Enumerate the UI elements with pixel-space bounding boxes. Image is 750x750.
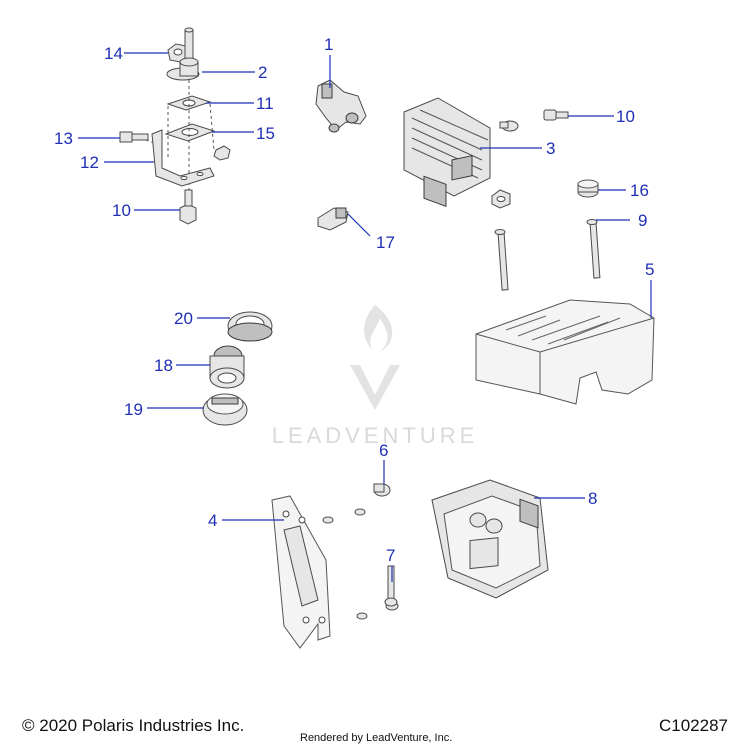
callout-3: 3 (546, 139, 555, 158)
rendered-by-text: Rendered by LeadVenture, Inc. (300, 732, 453, 744)
callout-12: 12 (80, 153, 99, 172)
callout-18: 18 (154, 356, 173, 375)
callout-5: 5 (645, 260, 654, 279)
part-11-washer (166, 95, 212, 111)
leadventure-watermark: LEADVENTURE (272, 305, 479, 448)
part-3-voltage-regulator (403, 97, 491, 208)
callout-17: 17 (376, 233, 395, 252)
callout-11: 11 (256, 94, 274, 113)
part-9-long-bolts (494, 219, 601, 291)
part-18-power-socket (209, 345, 245, 389)
part-19-socket-cap (202, 393, 248, 426)
part-13-bolt (119, 131, 149, 143)
part-16-grommet (577, 179, 599, 198)
callout-15: 15 (256, 124, 275, 143)
part-10-bolt-right (543, 109, 569, 121)
part-12-bracket (151, 129, 215, 187)
part-nut-small (213, 145, 231, 161)
part-10-bolt-left (179, 189, 197, 225)
leader-lines (78, 52, 652, 582)
copyright-text: © 2020 Polaris Industries Inc. (22, 716, 245, 735)
part-6-fastener (373, 483, 391, 497)
callout-8: 8 (588, 489, 597, 508)
callout-13: 13 (54, 129, 73, 148)
part-20-retaining-ring (227, 311, 273, 342)
callout-9: 9 (638, 211, 647, 230)
callout-6: 6 (379, 441, 388, 460)
callout-labels: 14 2 11 15 13 12 10 1 3 10 16 9 17 5 20 … (54, 35, 654, 565)
part-8-ecu (431, 479, 549, 599)
callout-1: 1 (324, 35, 333, 54)
callout-7: 7 (386, 546, 395, 565)
callout-10-left: 10 (112, 201, 131, 220)
callout-14: 14 (104, 44, 123, 63)
callout-20: 20 (174, 309, 193, 328)
watermark-text: LEADVENTURE (272, 423, 479, 448)
callout-16: 16 (630, 181, 649, 200)
diagram-id: C102287 (658, 716, 728, 735)
part-1-sensor (315, 79, 367, 133)
part-5-cover (475, 299, 655, 405)
part-2-pivot-shaft (166, 27, 200, 81)
part-nut-under-regulator (491, 189, 511, 209)
callout-2: 2 (258, 63, 267, 82)
callout-10-right: 10 (616, 107, 635, 126)
part-7-bolt (384, 565, 398, 607)
callout-4: 4 (208, 511, 217, 530)
part-bolt-small (499, 120, 519, 132)
callout-19: 19 (124, 400, 143, 419)
part-4-mounting-bracket (271, 495, 331, 649)
part-15-washer-plate (164, 123, 216, 142)
part-17-temp-sensor (317, 207, 349, 231)
